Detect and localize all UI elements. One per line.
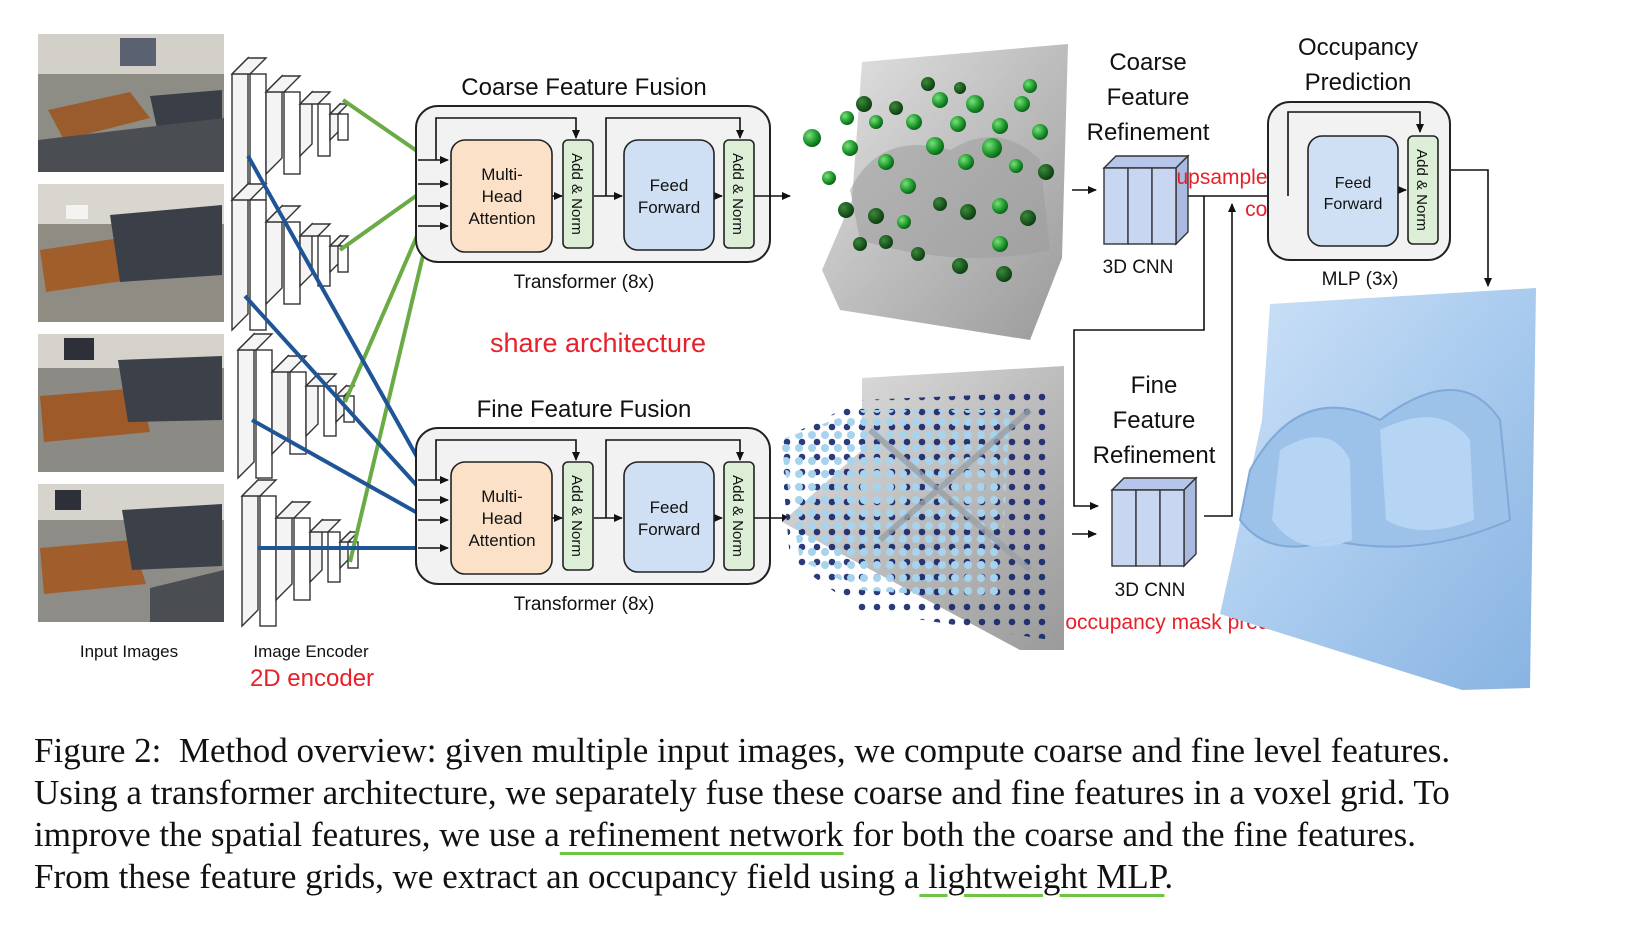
input-images-label: Input Images	[80, 642, 178, 661]
annotation-upsample: upsample	[1176, 166, 1267, 189]
mha-line3: Attention	[468, 209, 535, 228]
coarse-transformer-label: Transformer (8x)	[514, 272, 655, 293]
mha-fine-line1: Multi-	[481, 487, 523, 506]
mha-fine-line3: Attention	[468, 531, 535, 550]
add-norm-1: Add & Norm	[568, 153, 585, 235]
fine-feature-lines	[243, 155, 432, 550]
coarse-fusion-title: Coarse Feature Fusion	[461, 74, 706, 101]
encoder-3	[236, 332, 356, 480]
coarse-refine-line2: Feature	[1107, 84, 1190, 111]
caption-line-2: Using a transformer architecture, we sep…	[34, 773, 1450, 812]
input-image-4	[38, 484, 224, 622]
output-occupancy-mesh	[1220, 288, 1536, 690]
coarse-transformer: Coarse Feature Fusion Multi- Head Attent…	[415, 74, 791, 293]
figure-caption: Figure 2: Method overview: given multipl…	[34, 730, 1614, 898]
coarse-feature-spheres	[803, 77, 1054, 282]
ff-fine-line2: Forward	[638, 520, 700, 539]
fine-refine-line1: Fine	[1131, 372, 1178, 399]
occ-pred-line2: Prediction	[1305, 69, 1412, 96]
add-norm-3: Add & Norm	[568, 475, 585, 557]
fine-transformer: Fine Feature Fusion Multi- Head Attentio…	[415, 396, 791, 615]
fine-fusion-title: Fine Feature Fusion	[477, 396, 692, 423]
caption-line-3: improve the spatial features, we use a r…	[34, 814, 1614, 856]
caption-line-4: From these feature grids, we extract an …	[34, 856, 1614, 898]
coarse-refine-line1: Coarse	[1109, 49, 1186, 76]
encoder-2	[230, 182, 350, 332]
fine-feature-refinement: Fine Feature Refinement 3D CNN	[1093, 372, 1216, 601]
input-image-stack: Input Images	[38, 34, 224, 661]
caption-line-4-post: .	[1164, 857, 1174, 896]
add-norm-4: Add & Norm	[729, 475, 746, 557]
fine-refine-line2: Feature	[1113, 407, 1196, 434]
ff-fine-line1: Feed	[650, 498, 689, 517]
image-encoder-group	[230, 56, 360, 628]
mha-fine-line2: Head	[482, 509, 523, 528]
add-norm-mlp: Add & Norm	[1413, 149, 1430, 231]
mlp-ff-line1: Feed	[1335, 175, 1371, 192]
ff-line1: Feed	[650, 176, 689, 195]
image-encoder-label: Image Encoder	[253, 642, 369, 661]
coarse-feature-refinement: Coarse Feature Refinement 3D CNN	[1087, 49, 1210, 278]
coarse-cnn-label: 3D CNN	[1103, 257, 1174, 278]
input-image-2	[38, 184, 224, 322]
fine-refine-line3: Refinement	[1093, 442, 1216, 469]
occ-pred-line1: Occupancy	[1298, 34, 1418, 61]
annotation-2d-encoder: 2D encoder	[250, 665, 374, 692]
encoder-1	[230, 56, 350, 202]
annotation-share-architecture: share architecture	[490, 328, 706, 358]
mlp-ff-line2: Forward	[1324, 196, 1383, 213]
encoder-4	[240, 478, 360, 628]
mlp-label: MLP (3x)	[1322, 269, 1399, 290]
method-overview-figure: Input Images	[38, 34, 1536, 692]
caption-line-3-post: for both the coarse and the fine feature…	[843, 815, 1416, 854]
coarse-refine-line3: Refinement	[1087, 119, 1210, 146]
mha-line1: Multi-	[481, 165, 523, 184]
add-norm-2: Add & Norm	[729, 153, 746, 235]
caption-line-1: Figure 2: Method overview: given multipl…	[34, 731, 1451, 770]
fine-cnn-label: 3D CNN	[1115, 580, 1186, 601]
ff-line2: Forward	[638, 198, 700, 217]
input-image-3	[38, 334, 224, 472]
caption-line-4-pre: From these feature grids, we extract an …	[34, 857, 920, 896]
highlight-lightweight-mlp: lightweight MLP	[919, 857, 1165, 896]
mha-line2: Head	[482, 187, 523, 206]
fine-transformer-label: Transformer (8x)	[514, 594, 655, 615]
fine-voxel-visualization	[780, 366, 1064, 650]
highlight-refinement-network: refinement network	[559, 815, 844, 854]
caption-line-3-pre: improve the spatial features, we use a	[34, 815, 560, 854]
input-image-1	[38, 34, 224, 172]
coarse-voxel-visualization	[803, 44, 1068, 340]
occupancy-prediction: Occupancy Prediction Feed Forward Add & …	[1267, 34, 1451, 290]
